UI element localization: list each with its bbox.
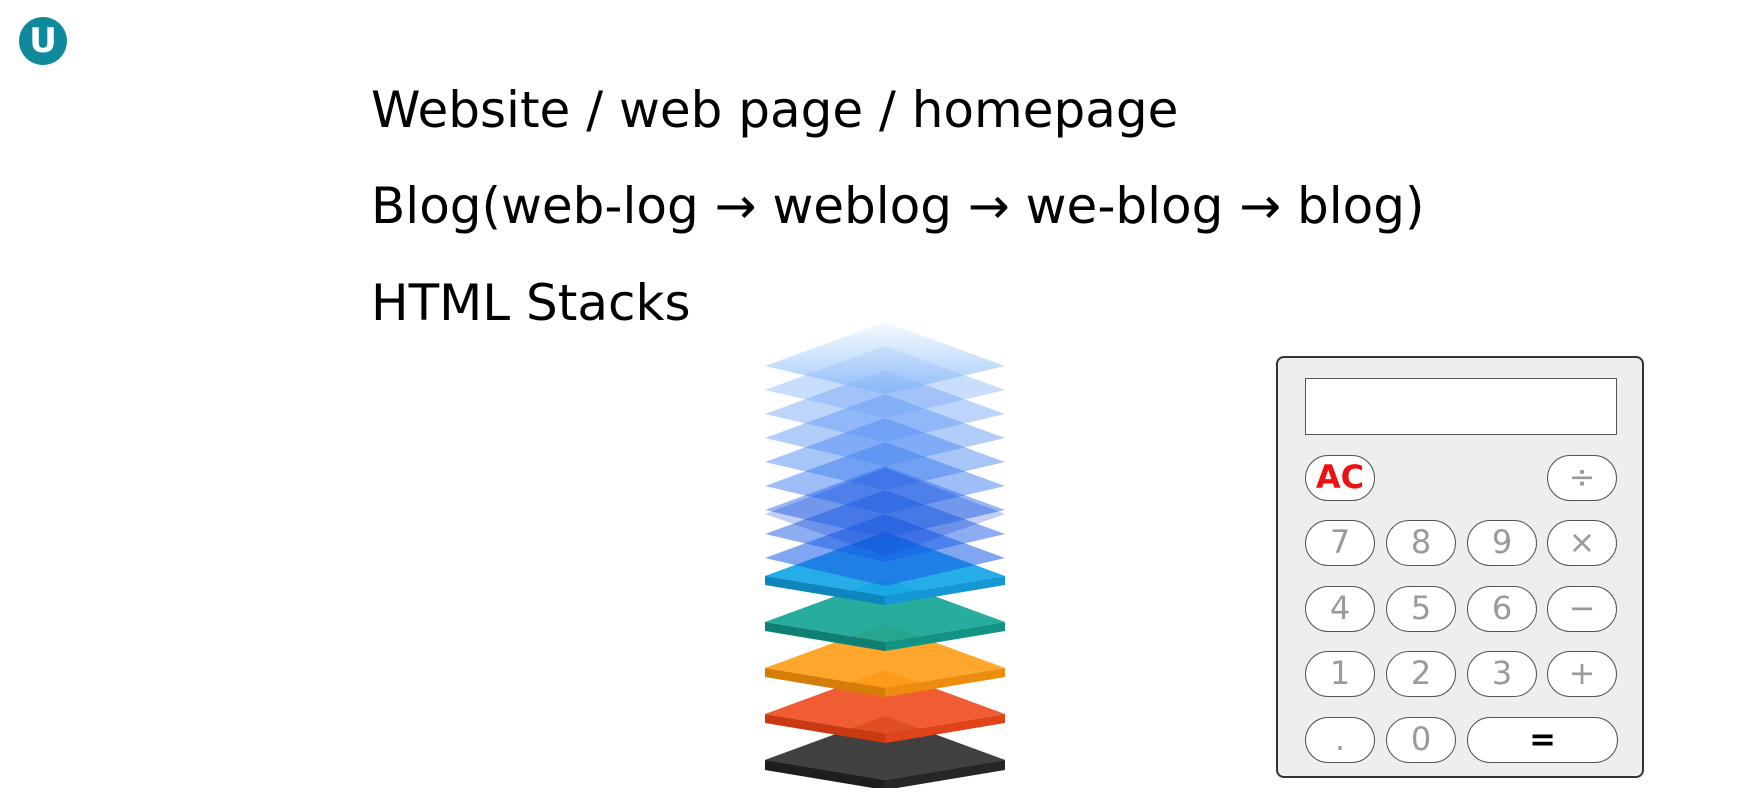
- headline-website: Website / web page / homepage: [371, 81, 1179, 139]
- stack-layer-orange: [765, 624, 1005, 697]
- key-ac[interactable]: AC: [1305, 455, 1375, 501]
- key-3[interactable]: 3: [1467, 651, 1537, 697]
- key-4[interactable]: 4: [1305, 586, 1375, 632]
- stack-layer-dark: [765, 716, 1005, 788]
- u-logo-icon: U: [19, 17, 67, 65]
- stack-layer-red: [765, 670, 1005, 743]
- headline-blog: Blog(web-log → weblog → we-blog → blog): [371, 177, 1425, 235]
- key-7[interactable]: 7: [1305, 520, 1375, 566]
- stack-layers-blue: [765, 322, 1005, 586]
- key-1[interactable]: 1: [1305, 651, 1375, 697]
- key-0[interactable]: 0: [1386, 717, 1456, 763]
- calculator: AC ÷ 7 8 9 × 4 5 6 − 1 2 3 + . 0 =: [1276, 356, 1644, 778]
- key-multiply[interactable]: ×: [1547, 520, 1617, 566]
- key-9[interactable]: 9: [1467, 520, 1537, 566]
- key-5[interactable]: 5: [1386, 586, 1456, 632]
- key-plus[interactable]: +: [1547, 651, 1617, 697]
- headline-html-stacks: HTML Stacks: [371, 274, 691, 332]
- key-8[interactable]: 8: [1386, 520, 1456, 566]
- key-2[interactable]: 2: [1386, 651, 1456, 697]
- key-minus[interactable]: −: [1547, 586, 1617, 632]
- key-divide[interactable]: ÷: [1547, 455, 1617, 501]
- key-dot[interactable]: .: [1305, 717, 1375, 763]
- calculator-display: [1305, 378, 1617, 435]
- key-equals[interactable]: =: [1467, 717, 1618, 763]
- stack-layer-teal: [765, 578, 1005, 651]
- layered-stack-icon: [765, 322, 1005, 788]
- key-6[interactable]: 6: [1467, 586, 1537, 632]
